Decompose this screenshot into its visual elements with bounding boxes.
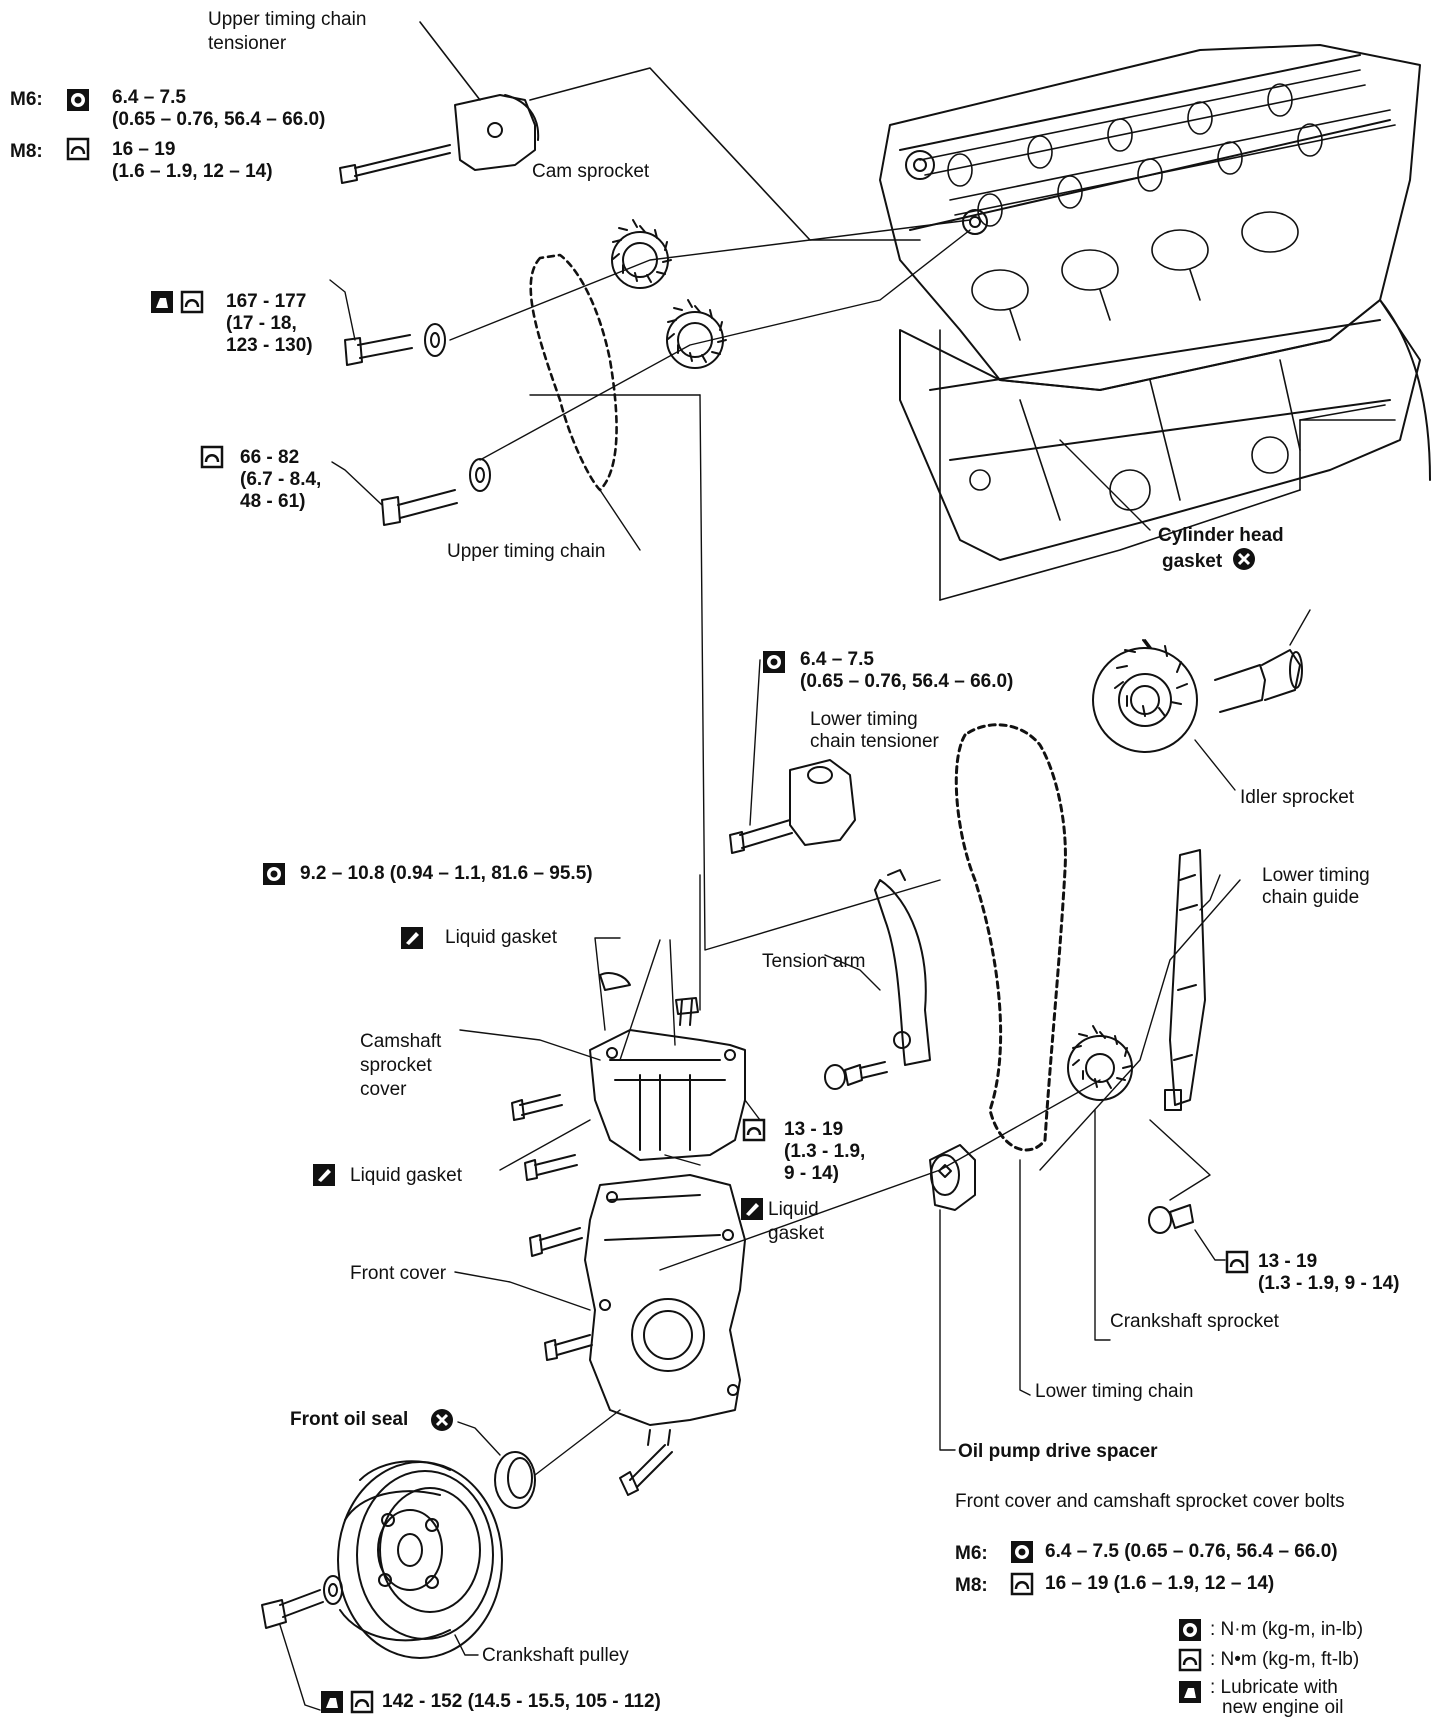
tension-arm-bolt-torque-3: 9 - 14) — [784, 1163, 839, 1184]
pulley-bolt — [261, 1575, 343, 1629]
lower-tensioner — [729, 759, 856, 854]
torque-ft-lb-icon — [1178, 1648, 1202, 1672]
cam-bolt-2 — [381, 458, 491, 526]
lower-tensioner-torque-2: (0.65 – 0.76, 56.4 – 66.0) — [800, 671, 1014, 692]
upper-timing-chain-label: Upper timing chain — [447, 541, 606, 562]
tensioner-m8-value: 16 – 19 — [112, 139, 176, 160]
tensioner-m6-prefix: M6: — [10, 89, 43, 110]
torque-in-lb-icon — [763, 651, 785, 673]
cam-sprocket-label: Cam sprocket — [532, 161, 650, 182]
liquid-gasket-icon — [741, 1198, 763, 1220]
do-not-reuse-icon — [431, 1409, 453, 1431]
cover-bolt-torque: 9.2 – 10.8 (0.94 – 1.1, 81.6 – 95.5) — [300, 863, 593, 884]
upper-timing-chain-tensioner-label: Upper timing chain — [208, 9, 367, 30]
guide-bolt-torque-2: (1.3 - 1.9, 9 - 14) — [1258, 1273, 1400, 1294]
tension-arm — [824, 869, 931, 1090]
tension-arm-bolt-torque: 13 - 19 — [784, 1119, 844, 1140]
crankshaft-pulley — [337, 1460, 503, 1659]
front-oil-seal — [494, 1451, 536, 1509]
tension-arm-label: Tension arm — [762, 951, 866, 972]
torque-in-lb-icon — [67, 89, 89, 111]
liquid-gasket-icon — [313, 1164, 335, 1186]
camshaft-sprocket-cover-label-3: cover — [360, 1079, 407, 1100]
front-cover — [529, 1174, 746, 1496]
lower-timing-chain-guide-label-2: chain guide — [1262, 887, 1360, 908]
cam-bolt-torque-3: 123 - 130) — [226, 335, 313, 356]
lower-timing-chain-tensioner-label: Lower timing — [810, 709, 918, 730]
liquid-gasket-icon — [401, 927, 423, 949]
cam-bolt2-torque-3: 48 - 61) — [240, 491, 306, 512]
cam-bolt2-torque-2: (6.7 - 8.4, — [240, 469, 322, 490]
cylinder-block — [899, 299, 1431, 561]
torque-in-lb-icon — [1179, 1619, 1201, 1641]
torque-ft-lb-icon — [180, 290, 204, 314]
front-cover-bolts-title: Front cover and camshaft sprocket cover … — [955, 1491, 1345, 1512]
legend-nm-inlb: : N·m (kg-m, in-lb) — [1210, 1619, 1364, 1640]
front-cover-label: Front cover — [350, 1263, 447, 1284]
front-oil-seal-label: Front oil seal — [290, 1409, 409, 1430]
crankshaft-sprocket-label: Crankshaft sprocket — [1110, 1311, 1279, 1332]
lower-chain-guide — [1148, 849, 1206, 1234]
lower-timing-chain-guide-label: Lower timing — [1262, 865, 1370, 886]
note-m8-value: 16 – 19 (1.6 – 1.9, 12 – 14) — [1045, 1573, 1275, 1594]
legend-lubricate: : Lubricate with — [1210, 1677, 1338, 1698]
lower-timing-chain-label: Lower timing chain — [1035, 1381, 1194, 1402]
oil-pump-drive-spacer-label: Oil pump drive spacer — [958, 1441, 1158, 1462]
liquid-gasket-right-label: Liquid — [768, 1199, 819, 1220]
camshaft-sprocket-cover-label-2: sprocket — [360, 1055, 432, 1076]
cam-bolt-torque: 167 - 177 — [226, 291, 307, 312]
torque-ft-lb-icon — [66, 137, 90, 161]
tensioner-m6-value: 6.4 – 7.5 — [112, 87, 186, 108]
liquid-gasket-top-label: Liquid gasket — [445, 927, 557, 948]
cam-bolt2-torque: 66 - 82 — [240, 447, 300, 468]
torque-ft-lb-icon — [200, 445, 224, 469]
do-not-reuse-icon — [1233, 548, 1255, 570]
tensioner-m8-prefix: M8: — [10, 141, 43, 162]
cam-bolt-torque-2: (17 - 18, — [226, 313, 297, 334]
crankshaft-pulley-label: Crankshaft pulley — [482, 1645, 629, 1666]
torque-ft-lb-icon — [1010, 1572, 1034, 1596]
cam-bolt-1 — [344, 323, 446, 366]
cam-sprocket-upper — [611, 219, 672, 289]
legend-nm-ftlb: : N•m (kg-m, ft-lb) — [1210, 1649, 1360, 1670]
torque-ft-lb-icon — [1225, 1250, 1249, 1274]
cylinder-head-gasket-label: Cylinder head — [1158, 525, 1284, 546]
cylinder-head — [879, 44, 1421, 391]
camshaft-sprocket-cover — [511, 972, 746, 1181]
lower-timing-chain-tensioner-label-2: chain tensioner — [810, 731, 939, 752]
oil-can-icon — [321, 1691, 343, 1713]
tensioner-m8-value-2: (1.6 – 1.9, 12 – 14) — [112, 161, 273, 182]
cylinder-head-gasket-label-2: gasket — [1162, 551, 1223, 572]
lower-tensioner-torque: 6.4 – 7.5 — [800, 649, 874, 670]
liquid-gasket-left-label: Liquid gasket — [350, 1165, 462, 1186]
torque-in-lb-icon — [1011, 1541, 1033, 1563]
camshaft-sprocket-cover-label: Camshaft — [360, 1031, 442, 1052]
crankshaft-sprocket — [1067, 1025, 1133, 1101]
torque-ft-lb-icon — [742, 1118, 766, 1142]
liquid-gasket-right-label-2: gasket — [768, 1223, 824, 1244]
pulley-bolt-torque: 142 - 152 (14.5 - 15.5, 105 - 112) — [382, 1691, 661, 1712]
upper-timing-chain-tensioner-label-2: tensioner — [208, 33, 287, 54]
oil-can-icon — [1179, 1681, 1201, 1703]
guide-bolt-torque: 13 - 19 — [1258, 1251, 1318, 1272]
note-m6-value: 6.4 – 7.5 (0.65 – 0.76, 56.4 – 66.0) — [1045, 1541, 1338, 1562]
torque-in-lb-icon — [263, 863, 285, 885]
idler-sprocket-label: Idler sprocket — [1240, 787, 1355, 808]
note-m6-prefix: M6: — [955, 1543, 988, 1564]
idler-sprocket — [1092, 639, 1303, 753]
tensioner-m6-value-2: (0.65 – 0.76, 56.4 – 66.0) — [112, 109, 326, 130]
note-m8-prefix: M8: — [955, 1575, 988, 1596]
legend-lubricate-2: new engine oil — [1222, 1697, 1344, 1718]
torque-ft-lb-icon — [350, 1690, 374, 1714]
upper-tensioner — [339, 94, 540, 184]
oil-can-icon — [151, 291, 173, 313]
tension-arm-bolt-torque-2: (1.3 - 1.9, — [784, 1141, 866, 1162]
cam-sprocket-lower — [666, 299, 727, 369]
